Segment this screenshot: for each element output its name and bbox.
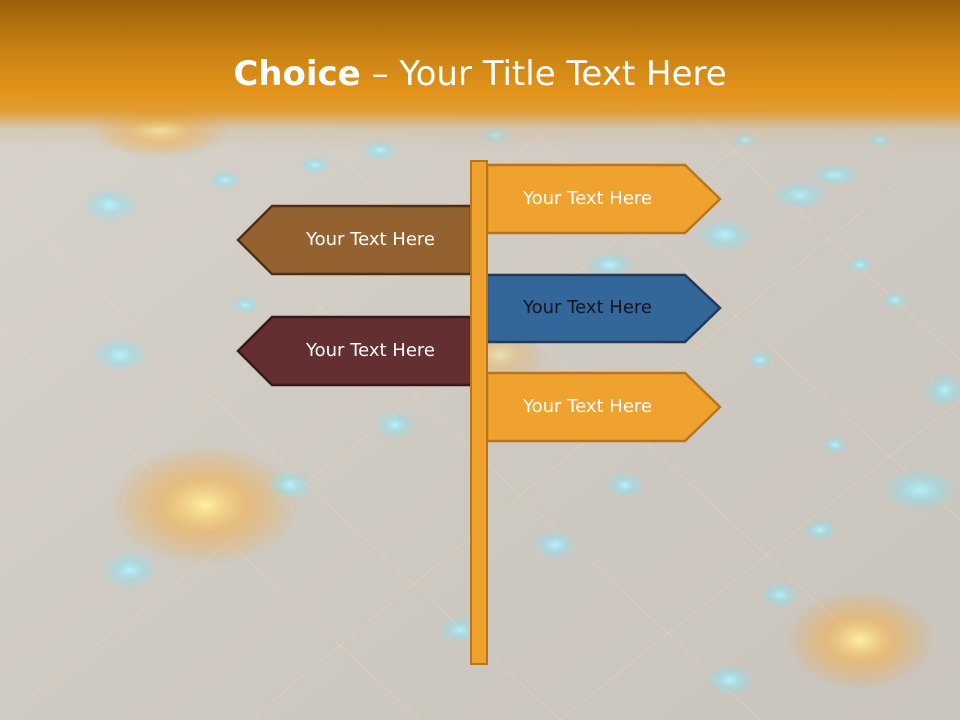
title-bar xyxy=(0,0,960,150)
sign-5-label: Your Text Here xyxy=(523,396,652,417)
sign-2-label: Your Text Here xyxy=(306,229,435,250)
slide-title: Choice – Your Title Text Here xyxy=(0,52,960,96)
title-bold-part: Choice xyxy=(233,54,361,94)
sign-4-label: Your Text Here xyxy=(306,340,435,361)
sign-3-label: Your Text Here xyxy=(523,297,652,318)
signpost-pole xyxy=(470,160,488,665)
sign-1-label: Your Text Here xyxy=(523,188,652,209)
title-rest-part: – Your Title Text Here xyxy=(360,54,727,94)
